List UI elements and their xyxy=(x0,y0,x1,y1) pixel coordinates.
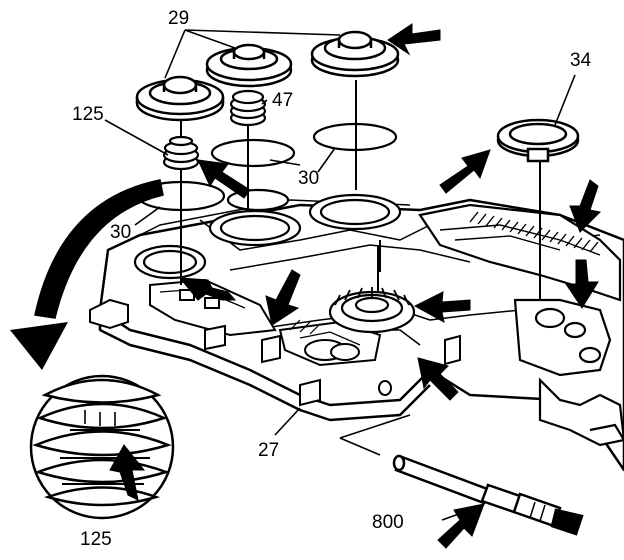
callout-30-upper: 30 xyxy=(298,168,319,189)
callout-27: 27 xyxy=(258,440,279,461)
assembly-guide-lines xyxy=(180,80,541,300)
retainer-ring-34 xyxy=(496,118,580,163)
spring-125-upper xyxy=(162,135,200,171)
arrow-right-piston xyxy=(387,23,441,56)
arrow-left-bore xyxy=(178,277,237,301)
arrow-ring-34 xyxy=(439,149,491,194)
detail-zoom-circle xyxy=(29,374,175,520)
callout-arrows xyxy=(109,23,602,549)
housing-bores xyxy=(133,188,402,280)
arrow-tool-800 xyxy=(437,503,485,549)
arrow-spring-125 xyxy=(197,159,251,199)
callout-47: 47 xyxy=(272,90,293,111)
leader-lines xyxy=(104,29,576,521)
arrow-right-lower xyxy=(565,259,599,309)
callout-29: 29 xyxy=(168,8,189,29)
spring-47 xyxy=(229,89,267,127)
servo-piston-middle xyxy=(205,43,293,88)
arrow-slot xyxy=(417,357,459,401)
arrow-zoom-detail xyxy=(109,444,146,501)
arrow-right-upper xyxy=(569,179,602,233)
center-gear xyxy=(328,287,416,334)
callout-30-lower: 30 xyxy=(110,222,131,243)
arrow-center-gear xyxy=(413,291,471,323)
housing-fittings xyxy=(89,240,461,407)
callout-34: 34 xyxy=(570,50,592,71)
callout-800: 800 xyxy=(372,512,404,533)
gear-teeth-hatching xyxy=(469,211,599,253)
servo-assembly xyxy=(149,278,382,367)
callout-125-detail: 125 xyxy=(80,529,112,550)
zoom-leader-arrow xyxy=(10,179,164,370)
servo-piston-right xyxy=(310,30,400,78)
callout-125-upper: 125 xyxy=(72,104,104,125)
case-right-section xyxy=(418,203,624,447)
servo-piston-left xyxy=(135,75,225,122)
arrow-center-down xyxy=(265,269,301,326)
tool-800 xyxy=(392,454,584,536)
